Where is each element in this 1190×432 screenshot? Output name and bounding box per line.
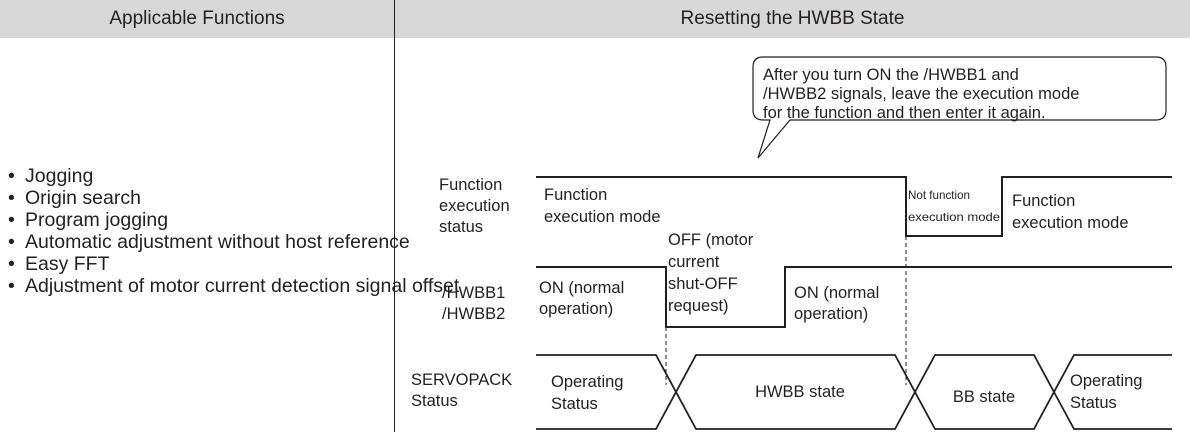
callout-bubble — [752, 56, 1167, 159]
sp-op1-line-2: Status — [551, 395, 598, 413]
header-applicable-functions: Applicable Functions — [0, 0, 394, 38]
servopack-status-bus — [536, 354, 1172, 430]
function-status-waveform — [536, 176, 1172, 237]
hwbb-on2-line-2: operation) — [794, 305, 868, 323]
sp-op2-line-1: Operating — [1070, 372, 1142, 390]
label-servopack-line-2: Status — [411, 392, 458, 410]
hwbb-on1-line-1: ON (normal — [539, 279, 624, 297]
label-function-line-1: Function — [439, 176, 502, 194]
sp-op1-line-1: Operating — [551, 373, 623, 391]
hwbb-on2-line-1: ON (normal — [794, 284, 879, 302]
callout-line-3: for the function and then enter it again… — [763, 104, 1046, 122]
list-item: Origin search — [8, 187, 459, 209]
label-hwbb1: /HWBB1 — [442, 284, 505, 302]
sp-op2-line-2: Status — [1070, 394, 1117, 412]
hwbb-signal-waveform — [536, 266, 1172, 328]
sp-hwbb-state: HWBB state — [755, 383, 845, 401]
fn-notmode-line-1: Not function — [908, 188, 970, 202]
list-item: Adjustment of motor current detection si… — [8, 275, 459, 297]
sp-bb-state: BB state — [953, 388, 1015, 406]
hwbb-on1-line-2: operation) — [539, 300, 613, 318]
header-resetting-hwbb-state: Resetting the HWBB State — [395, 0, 1190, 38]
label-function-line-3: status — [439, 218, 483, 236]
hwbb-off-line-2: current — [668, 253, 720, 271]
fn-notmode-line-2: execution mode — [908, 210, 1000, 224]
label-servopack-line-1: SERVOPACK — [411, 371, 512, 389]
list-item: Program jogging — [8, 209, 459, 231]
fn-mode1-line-1: Function — [544, 186, 607, 204]
callout-line-1: After you turn ON the /HWBB1 and — [763, 66, 1019, 84]
hwbb-off-line-3: shut-OFF — [668, 275, 738, 293]
fn-mode2-line-2: execution mode — [1012, 214, 1129, 232]
function-list: Jogging Origin search Program jogging Au… — [8, 165, 459, 297]
list-item: Automatic adjustment without host refere… — [8, 231, 459, 253]
fn-mode1-line-2: execution mode — [544, 208, 661, 226]
label-function-line-2: execution — [439, 197, 510, 215]
fn-mode2-line-1: Function — [1012, 192, 1075, 210]
list-item: Jogging — [8, 165, 459, 187]
hwbb-off-line-1: OFF (motor — [668, 231, 754, 249]
label-hwbb2: /HWBB2 — [442, 305, 505, 323]
list-item: Easy FFT — [8, 253, 459, 275]
hwbb-off-line-4: request) — [668, 297, 729, 315]
callout-line-2: /HWBB2 signals, leave the execution mode — [763, 85, 1079, 103]
